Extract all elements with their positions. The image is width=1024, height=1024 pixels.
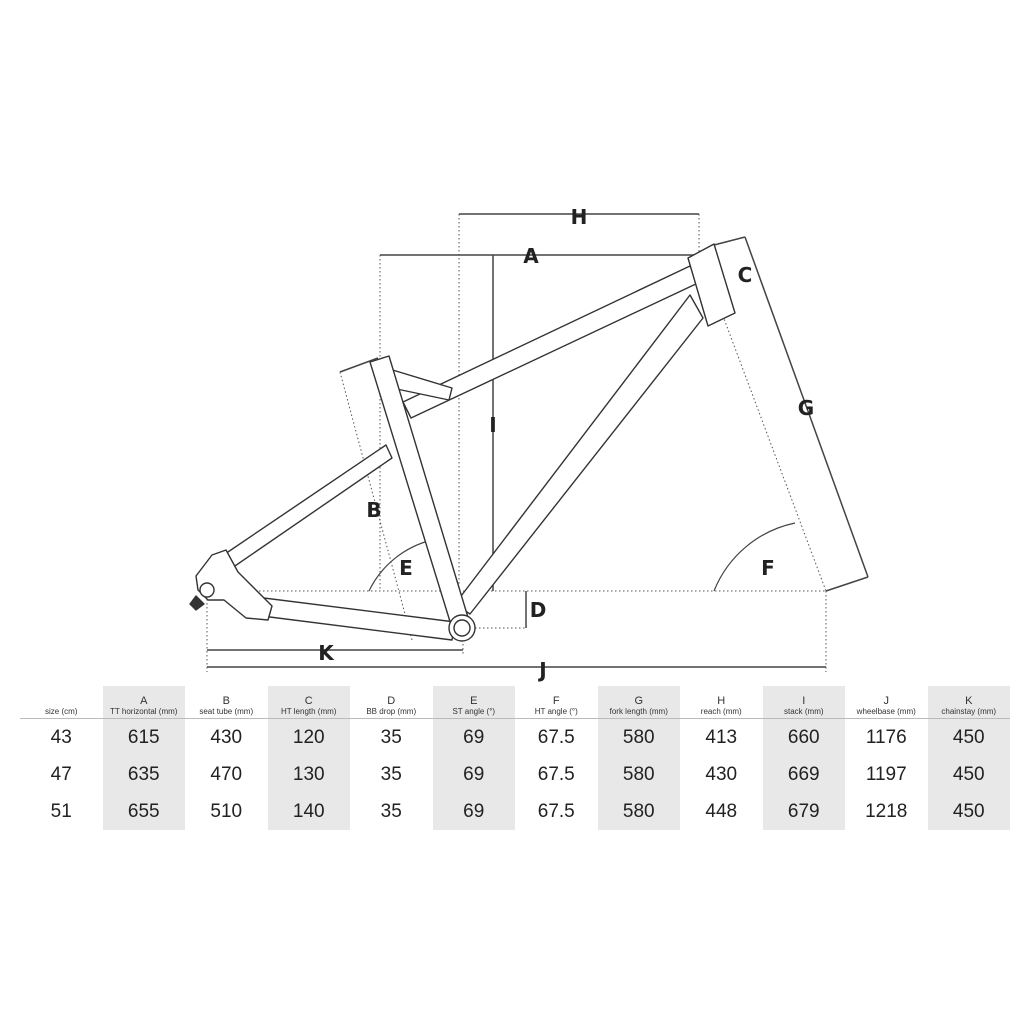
table-row: 51 655 510 140 35 69 67.5 580 448 679 12… <box>20 793 1010 830</box>
table-cell: 69 <box>432 793 515 830</box>
label-k: K <box>318 641 335 665</box>
table-cell: 413 <box>680 718 763 756</box>
table-cell: 67.5 <box>515 718 598 756</box>
table-cell: 69 <box>432 756 515 793</box>
table-cell: 120 <box>267 718 350 756</box>
table-cell: 35 <box>380 800 402 822</box>
label-c: C <box>738 263 753 287</box>
table-cell: 450 <box>927 793 1010 830</box>
label-f: F <box>761 556 775 580</box>
header-size: size (cm) <box>45 707 78 716</box>
table-cell: 448 <box>705 800 738 822</box>
table-cell: 430 <box>185 718 268 756</box>
table-cell: 140 <box>267 793 350 830</box>
table-cell: 580 <box>597 718 680 756</box>
down-tube <box>454 294 704 615</box>
table-cell: 47 <box>50 763 72 785</box>
label-g: G <box>798 396 814 420</box>
bike-frame <box>189 243 736 642</box>
dimension-labels: H A C G I B E F D K J <box>318 205 814 682</box>
label-a: A <box>523 244 539 268</box>
table-cell: 615 <box>102 718 185 756</box>
dim-g-line <box>744 236 869 578</box>
table-cell: 450 <box>927 756 1010 793</box>
angle-arcs <box>368 522 796 592</box>
table-cell: 655 <box>102 793 185 830</box>
dim-g-end <box>825 576 869 592</box>
table-row: 43 615 430 120 35 69 67.5 580 413 660 11… <box>20 718 1010 756</box>
table-cell: 450 <box>927 718 1010 756</box>
table-cell: 35 <box>350 718 433 756</box>
head-tube <box>687 243 736 327</box>
label-h: H <box>571 205 588 229</box>
frame-geometry-diagram: H A C G I B E F D K J <box>189 205 869 682</box>
table-cell: 580 <box>597 756 680 793</box>
table-cell: 69 <box>432 718 515 756</box>
table-cell: 510 <box>210 800 243 822</box>
table-cell: 51 <box>50 800 72 822</box>
table-cell: 35 <box>380 763 402 785</box>
label-j: J <box>537 658 546 682</box>
st-angle-arc <box>368 539 433 592</box>
dim-c-line <box>713 236 746 246</box>
table-cell: 430 <box>705 763 738 785</box>
table-cell: 635 <box>102 756 185 793</box>
table-cell: 43 <box>20 718 103 756</box>
table-cell: 669 <box>762 756 845 793</box>
table-cell: 1218 <box>865 800 908 822</box>
label-i: I <box>489 413 496 437</box>
label-b: B <box>366 498 381 522</box>
table-row: 47 635 470 130 35 69 67.5 580 430 669 11… <box>20 756 1010 793</box>
chain-stay <box>239 594 456 641</box>
label-e: E <box>399 556 413 580</box>
table-cell: 67.5 <box>537 800 575 822</box>
rear-dropout <box>195 549 273 621</box>
table-cell: 1176 <box>845 718 928 756</box>
table-cell: 130 <box>267 756 350 793</box>
table-cell: 67.5 <box>537 763 575 785</box>
table-cell: 1197 <box>865 763 907 785</box>
table-cell: 470 <box>210 763 243 785</box>
table-cell: 580 <box>597 793 680 830</box>
dim-b-line <box>339 357 379 373</box>
ht-angle-arc <box>713 522 796 592</box>
table-cell: 660 <box>762 718 845 756</box>
label-d: D <box>530 598 547 622</box>
table-cell: 679 <box>762 793 845 830</box>
dimension-lines <box>207 213 869 668</box>
